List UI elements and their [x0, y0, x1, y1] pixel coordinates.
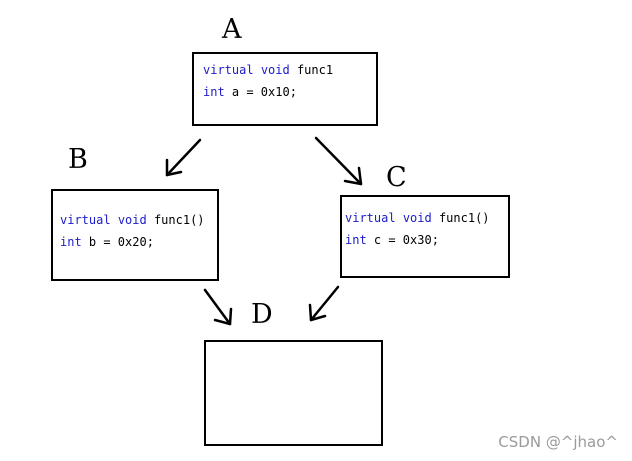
code-text: a = 0x10;	[224, 85, 297, 99]
node-d-label: D	[251, 299, 273, 330]
code-keyword: void	[260, 63, 290, 77]
code-line: int b = 0x20;	[60, 231, 205, 253]
edge-a-to-b	[165, 138, 202, 177]
node-c-label: C	[386, 162, 407, 193]
code-line: int a = 0x10;	[203, 81, 333, 103]
code-text: func1()	[146, 213, 205, 227]
node-d-box	[204, 340, 383, 446]
node-c-code: virtual void func1()int c = 0x30;	[345, 207, 490, 251]
edge-a-to-c	[314, 136, 363, 186]
edge-c-to-d	[308, 285, 340, 322]
code-keyword: void	[402, 211, 432, 225]
code-text: func1()	[431, 211, 490, 225]
code-line: virtual void func1	[203, 59, 333, 81]
code-keyword: int	[345, 233, 367, 247]
node-b-code: virtual void func1()int b = 0x20;	[60, 209, 205, 253]
code-keyword: int	[203, 85, 225, 99]
code-keyword: virtual	[203, 63, 254, 77]
code-line: virtual void func1()	[60, 209, 205, 231]
code-keyword: int	[60, 235, 82, 249]
code-keyword: void	[117, 213, 147, 227]
watermark-text: CSDN @^jhao^	[498, 433, 618, 451]
code-text: c = 0x30;	[366, 233, 439, 247]
edge-b-to-d	[203, 288, 233, 326]
code-text: b = 0x20;	[81, 235, 154, 249]
node-b-label: B	[68, 144, 88, 175]
code-text: func1	[289, 63, 334, 77]
node-b-box: virtual void func1()int b = 0x20;	[51, 189, 219, 281]
code-line: virtual void func1()	[345, 207, 490, 229]
code-keyword: virtual	[345, 211, 396, 225]
node-c-box: virtual void func1()int c = 0x30;	[340, 195, 510, 278]
code-keyword: virtual	[60, 213, 111, 227]
node-a-label: A	[222, 14, 242, 45]
code-line: int c = 0x30;	[345, 229, 490, 251]
